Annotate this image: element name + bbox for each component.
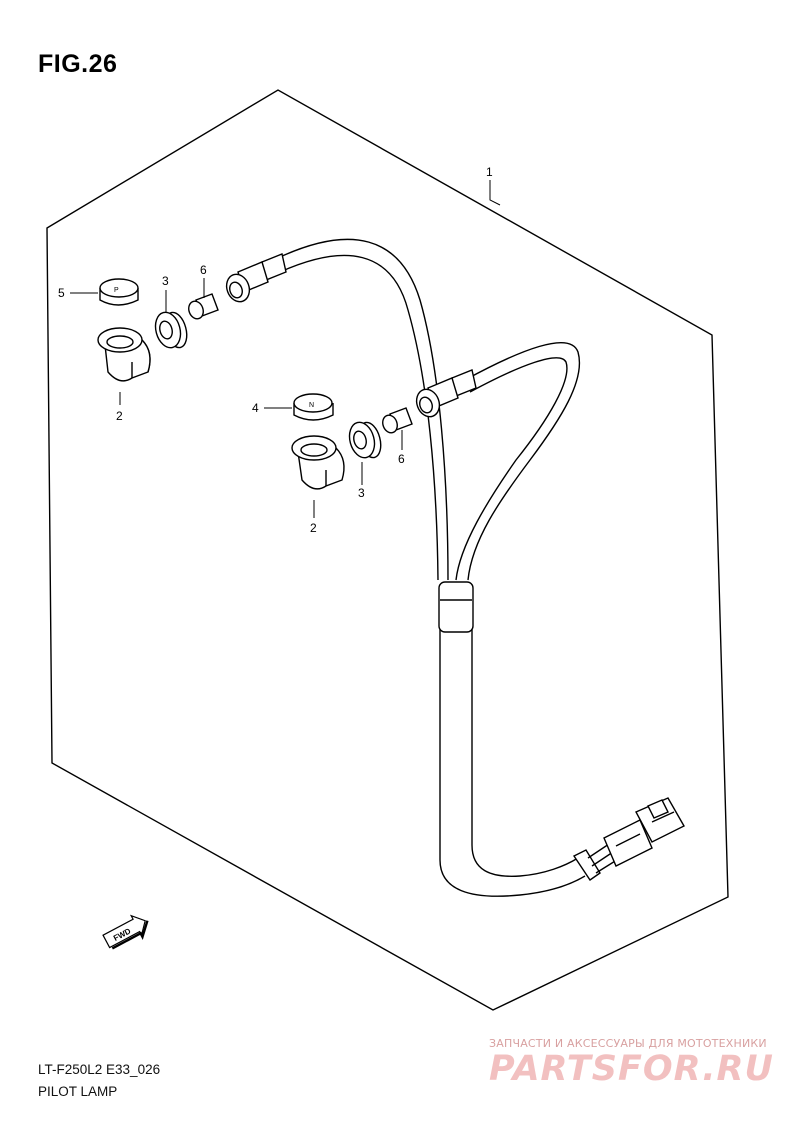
fwd-arrow-icon: FWD [102,914,149,950]
assembly-outline [46,89,729,1011]
lamp-cap-upper: P [99,278,139,306]
callout-1: 1 [486,165,493,179]
callout-5: 5 [58,286,65,300]
svg-text:N: N [309,402,314,409]
model-code: LT-F250L2 E33_026 [38,1062,161,1077]
harness-socket-middle [415,369,477,418]
lamp-housing-middle [291,435,345,490]
lamp-bulb-middle [382,407,413,434]
watermark-tagline: ЗАПЧАСТИ И АКСЕССУАРЫ ДЛЯ МОТОТЕХНИКИ [489,1037,767,1050]
callout-2b: 2 [310,521,317,535]
harness-socket-upper [225,253,287,303]
figure-title: FIG.26 [38,50,118,78]
lamp-cap-middle: N [293,393,334,421]
callout-3a: 3 [162,274,169,288]
lamp-grommet-middle [348,421,382,459]
callout-3b: 3 [358,486,365,500]
svg-text:P: P [114,287,119,294]
harness-coupler [603,797,685,867]
watermark-logo: PARTSFOR.RU [489,1049,774,1089]
figure-name: PILOT LAMP [38,1084,118,1099]
wiring-harness [279,238,621,897]
lamp-housing-upper [97,327,151,382]
callout-4: 4 [252,401,259,415]
lamp-bulb-upper [188,293,219,320]
callout-6a: 6 [200,263,207,277]
lamp-grommet-upper [154,311,188,349]
callout-2a: 2 [116,409,123,423]
callout-leaders [70,180,501,518]
callout-6b: 6 [398,452,405,466]
